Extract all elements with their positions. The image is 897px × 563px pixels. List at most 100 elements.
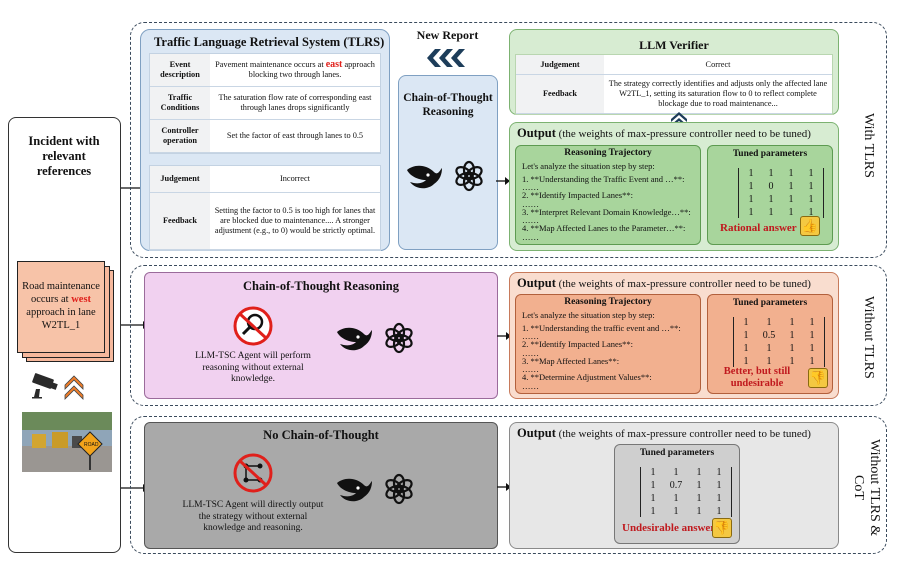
deepseek-whale-icon bbox=[337, 478, 372, 502]
openai-logo-icon bbox=[385, 473, 413, 505]
no-cot-title: No Chain-of-Thought bbox=[263, 428, 379, 442]
llm-verifier-table: Judgement Correct Feedback The strategy … bbox=[515, 54, 833, 115]
verdict-1: Rational answer bbox=[720, 222, 797, 234]
cot-panel-2 bbox=[144, 272, 498, 399]
matrix-cell: 1 bbox=[809, 317, 815, 328]
matrix-cell: 1 bbox=[748, 207, 754, 218]
incident-title: Incident with relevant references bbox=[28, 134, 100, 178]
matrix-cell: 1 bbox=[716, 467, 722, 478]
incident-card-prefix: Road maintenance occurs at bbox=[22, 281, 100, 305]
deepseek-whale-icon bbox=[407, 165, 442, 189]
matrix-cell: 1 bbox=[788, 181, 794, 192]
tlrs-row-label: Event description bbox=[150, 54, 210, 87]
tlrs-event-suffix: approach blocking two through lanes. bbox=[248, 60, 375, 79]
matrix-cell: 1 bbox=[696, 480, 702, 491]
road-work-photo: ROAD bbox=[22, 412, 112, 472]
matrix-cell: 1 bbox=[748, 194, 754, 205]
traffic-camera-icon bbox=[32, 373, 58, 399]
reasoning-title-2: Reasoning Trajectory bbox=[564, 297, 652, 307]
tlrs-row-label: Controller operation bbox=[150, 119, 210, 153]
chevron-up-icon bbox=[64, 375, 84, 400]
reasoning-intro: Let's analyze the situation step by step… bbox=[522, 161, 655, 171]
matrix-cell: 1 bbox=[768, 207, 774, 218]
tlrs-feedback-label: Feedback bbox=[150, 192, 210, 250]
cot-panel-2-text: LLM-TSC Agent will perform reasoning wit… bbox=[195, 351, 311, 384]
tlrs-event-prefix: Pavement maintenance occurs at bbox=[215, 60, 326, 69]
reasoning-ellipsis: …… bbox=[522, 231, 539, 242]
matrix-cell: 1 bbox=[788, 207, 794, 218]
reasoning-step: 1. **Understanding the Traffic Event and… bbox=[522, 173, 685, 184]
arrow-right-icon bbox=[497, 332, 511, 340]
new-report-label: New Report bbox=[416, 28, 479, 42]
matrix-cell: 1 bbox=[789, 343, 795, 354]
tlrs-row-value: Set the factor of east through lanes to … bbox=[210, 119, 380, 153]
tlrs-title: Traffic Language Retrieval System (TLRS) bbox=[154, 35, 385, 49]
reasoning-ellipsis: …… bbox=[522, 380, 539, 391]
with-tlrs-section bbox=[130, 22, 887, 258]
matrix-cell: 1 bbox=[809, 330, 815, 341]
reasoning-step: 4. **Determine Adjustment Values**: bbox=[522, 372, 652, 382]
reasoning-text-1: Let's analyze the situation step by step… bbox=[522, 161, 700, 242]
reasoning-text-2: Let's analyze the situation step by step… bbox=[522, 310, 700, 391]
matrix-cell: 0 bbox=[768, 181, 774, 192]
openai-logo-icon bbox=[385, 322, 413, 354]
matrix-cell: 1 bbox=[808, 181, 814, 192]
reasoning-ellipsis: …… bbox=[522, 215, 539, 225]
without-tlrs-cot-label: Without TLRS & CoT bbox=[851, 438, 882, 537]
without-tlrs-cot-section bbox=[130, 416, 887, 554]
reasoning-step: 3. **Interpret Relevant Domain Knowledge… bbox=[522, 206, 691, 217]
reasoning-step: 4. **Map Affected Lanes to the Parameter… bbox=[522, 223, 686, 233]
matrix-cell: 1 bbox=[789, 317, 795, 328]
deepseek-whale-icon bbox=[337, 327, 372, 351]
tlrs-knowledge-table: Event description Pavement maintenance o… bbox=[149, 53, 381, 154]
matrix-cell: 1 bbox=[696, 493, 702, 504]
reasoning-box-2 bbox=[515, 294, 701, 394]
matrix-cell: 1 bbox=[696, 506, 702, 517]
output-heading-rest: (the weights of max-pressure controller … bbox=[555, 128, 811, 140]
matrix-cell: 0.5 bbox=[762, 330, 776, 341]
matrix-cell: 1 bbox=[766, 343, 772, 354]
no-reasoning-icon bbox=[233, 453, 273, 493]
matrix-cell: 1 bbox=[788, 194, 794, 205]
matrix-cell: 1 bbox=[650, 467, 656, 478]
verifier-judgement-label: Judgement bbox=[516, 55, 604, 75]
tlrs-judgement-table: Judgement Incorrect Feedback Setting the… bbox=[149, 165, 381, 251]
tlrs-row-label: Traffic Conditions bbox=[150, 86, 210, 120]
matrix-cell: 1 bbox=[766, 317, 772, 328]
no-search-icon bbox=[233, 306, 273, 346]
no-cot-text: LLM-TSC Agent will directly output the s… bbox=[182, 500, 324, 533]
matrix-cell: 1 bbox=[673, 506, 679, 517]
matrix-cell: 1 bbox=[716, 480, 722, 491]
matrix-cell: 0.7 bbox=[669, 480, 683, 491]
incident-card-suffix: approach in lane W2TL_1 bbox=[26, 307, 96, 331]
cot-panel-2-title: Chain-of-Thought Reasoning bbox=[243, 279, 399, 293]
llm-verifier-title: LLM Verifier bbox=[639, 38, 709, 52]
output-heading-1: Output (the weights of max-pressure cont… bbox=[517, 126, 811, 141]
svg-text:ROAD: ROAD bbox=[84, 442, 99, 448]
matrix-cell: 1 bbox=[650, 506, 656, 517]
incident-card: Road maintenance occurs at west approach… bbox=[17, 261, 105, 353]
reasoning-step: 1. **Understanding the traffic event and… bbox=[522, 322, 681, 333]
tlrs-judgement-label: Judgement bbox=[150, 166, 210, 193]
verifier-judgement-value: Correct bbox=[604, 55, 832, 75]
tuned-title-2: Tuned parameters bbox=[732, 298, 808, 308]
thumbs-up-icon: 👍 bbox=[800, 216, 820, 236]
reasoning-ellipsis: …… bbox=[522, 198, 539, 209]
matrix-cell: 1 bbox=[809, 356, 815, 367]
verdict-2: Better, but still undesirable bbox=[723, 366, 791, 389]
with-tlrs-label: With TLRS bbox=[861, 112, 876, 178]
cot-reasoning-box bbox=[398, 75, 498, 250]
no-cot-panel bbox=[144, 422, 498, 549]
openai-logo-icon bbox=[455, 160, 483, 192]
thumbs-down-icon: 👎 bbox=[712, 518, 732, 538]
thumbs-down-icon: 👎 bbox=[808, 368, 828, 388]
matrix-cell: 1 bbox=[696, 467, 702, 478]
matrix-cell: 1 bbox=[743, 317, 749, 328]
output-heading-bold: Output bbox=[517, 426, 556, 440]
without-tlrs-section bbox=[130, 265, 887, 406]
reasoning-step: 2. **Identify Impacted Lanes**: bbox=[522, 339, 633, 349]
